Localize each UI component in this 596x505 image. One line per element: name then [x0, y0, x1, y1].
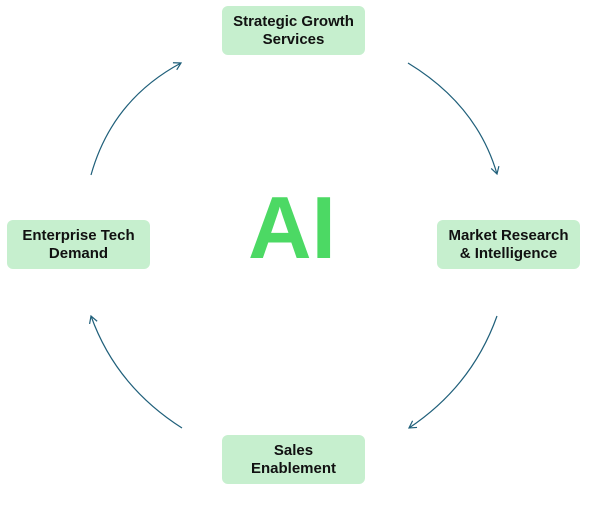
node-enterprise-tech-demand: Enterprise Tech Demand: [7, 220, 150, 269]
arrow-bottom-to-left: [88, 314, 183, 429]
node-market-research-intelligence: Market Research & Intelligence: [437, 220, 580, 269]
arrow-right-to-bottom: [407, 315, 498, 429]
arrow-left-to-top: [90, 62, 183, 176]
node-sales-enablement: Sales Enablement: [222, 435, 365, 484]
arrow-top-to-right: [407, 62, 500, 176]
node-strategic-growth-services: Strategic Growth Services: [222, 6, 365, 55]
center-ai-label: AI: [248, 178, 336, 277]
